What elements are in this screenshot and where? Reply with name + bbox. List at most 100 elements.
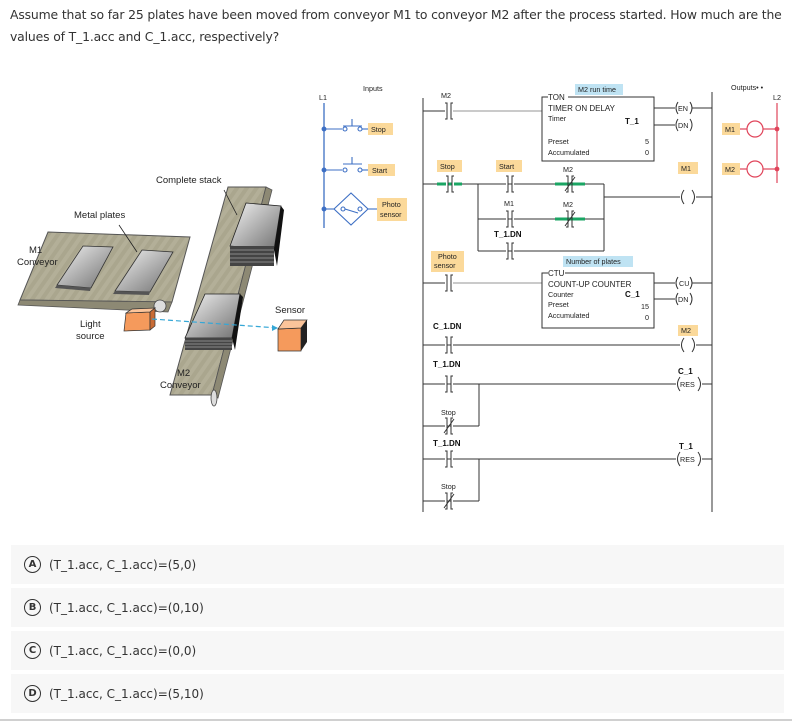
photo-contact-label-1: Photo xyxy=(438,252,457,261)
option-text: (T_1.acc, C_1.acc)=(5,0) xyxy=(49,557,197,572)
stop-nc-contact-a xyxy=(443,417,455,435)
c1-reset-tag: C_1 xyxy=(678,367,693,376)
ctu-name: COUNT-UP COUNTER xyxy=(548,280,632,289)
ctu-counter-label: Counter xyxy=(548,290,574,299)
t1dn-reset-contact-label: T_1.DN xyxy=(433,360,461,369)
metal-plate xyxy=(113,249,174,295)
ctu-counter-value: C_1 xyxy=(625,290,640,299)
option-text: (T_1.acc, C_1.acc)=(5,10) xyxy=(49,686,204,701)
photo-contact-label-2: sensor xyxy=(434,261,456,270)
option-a[interactable]: A (T_1.acc, C_1.acc)=(5,0) xyxy=(11,545,784,584)
leader-lines xyxy=(118,189,238,253)
photo-input-label-2: sensor xyxy=(380,210,402,219)
m2-conveyor-label: Conveyor xyxy=(160,380,201,391)
ton-acc-label: Accumulated xyxy=(548,148,590,157)
source-label: source xyxy=(76,331,105,342)
t1dn-reset2-contact xyxy=(445,450,453,468)
c1dn-no-contact xyxy=(445,336,453,354)
c1-reset-coil: RES xyxy=(680,380,695,389)
m1-coil-label: M1 xyxy=(681,164,691,173)
ctu-tag: Number of plates xyxy=(566,257,621,266)
sensor-box xyxy=(277,319,308,352)
inputs-title: Inputs xyxy=(363,84,383,93)
ton-block xyxy=(541,96,655,162)
m2-contact-label: M2 xyxy=(441,91,451,100)
ctu-acc-value: 0 xyxy=(645,313,649,322)
stop-input-tag-bg xyxy=(368,123,393,135)
rung-3: Photo sensor Number of plates CTU COUNT-… xyxy=(423,251,712,329)
photo-sensor-symbol xyxy=(324,192,377,226)
m2-coil xyxy=(681,337,695,353)
stop-no-contact xyxy=(446,175,454,193)
complete-stack-2 xyxy=(184,293,243,350)
m2-output-coil xyxy=(740,160,777,178)
t1-reset-coil: RES xyxy=(680,455,695,464)
photo-input-tag-bg xyxy=(377,198,407,221)
m1-contact-label: M1 xyxy=(504,199,514,208)
m2-nc-label-a: M2 xyxy=(563,165,573,174)
ton-timer-label: Timer xyxy=(548,114,567,123)
c1dn-contact-label: C_1.DN xyxy=(433,322,462,331)
option-letter: A xyxy=(24,556,41,573)
stop-nc-label-a: Stop xyxy=(441,408,456,417)
cu-output: CU xyxy=(679,279,689,288)
l1-label: L1 xyxy=(319,93,327,102)
ton-preset-value: 5 xyxy=(645,137,649,146)
start-input-tag-bg xyxy=(368,164,395,176)
outputs-title: Outputs• • xyxy=(731,83,764,92)
start-input-label: Start xyxy=(372,166,387,175)
option-text: (T_1.acc, C_1.acc)=(0,10) xyxy=(49,600,204,615)
light-beam xyxy=(151,318,279,331)
ctu-preset-label: Preset xyxy=(548,300,569,309)
en-output: EN xyxy=(678,104,688,113)
start-contact-label: Start xyxy=(499,162,514,171)
m1-label: M1 xyxy=(29,245,42,256)
option-letter: D xyxy=(24,685,41,702)
m1-conveyor-label: Conveyor xyxy=(17,257,58,268)
option-b[interactable]: B (T_1.acc, C_1.acc)=(0,10) xyxy=(11,588,784,627)
photo-no-contact xyxy=(445,274,453,292)
t1dn-reset-contact xyxy=(445,375,453,393)
m1-output-label: M1 xyxy=(725,125,735,134)
ton-timer-value: T_1 xyxy=(625,117,639,126)
rung-5: T_1.DN Stop C_1 RES xyxy=(423,360,712,435)
m2-nc-label-b: M2 xyxy=(563,200,573,209)
light-source xyxy=(123,307,157,332)
m2-output-label: M2 xyxy=(725,165,735,174)
ton-name: TIMER ON DELAY xyxy=(548,104,616,113)
answer-options: A (T_1.acc, C_1.acc)=(5,0) B (T_1.acc, C… xyxy=(11,545,784,717)
metal-plate xyxy=(55,245,114,291)
option-d[interactable]: D (T_1.acc, C_1.acc)=(5,10) xyxy=(11,674,784,713)
option-letter: C xyxy=(24,642,41,659)
option-letter: B xyxy=(24,599,41,616)
m2-nc-contact-a xyxy=(564,175,576,193)
ton-tag: M2 run time xyxy=(578,85,616,94)
rung-1: M2 M2 run time TON TIMER ON DELAY Timer … xyxy=(423,84,712,162)
dn-output: DN xyxy=(678,121,688,130)
t1-reset-tag: T_1 xyxy=(679,442,693,451)
stop-input-label: Stop xyxy=(371,125,386,134)
start-pushbutton xyxy=(324,157,368,173)
ctu-block xyxy=(541,272,655,329)
m2-label: M2 xyxy=(177,368,190,379)
t1dn-contact-label: T_1.DN xyxy=(494,230,522,239)
stop-nc-contact-b xyxy=(443,492,455,510)
t1dn-reset2-contact-label: T_1.DN xyxy=(433,439,461,448)
option-c[interactable]: C (T_1.acc, C_1.acc)=(0,0) xyxy=(11,631,784,670)
photo-input-label-1: Photo xyxy=(382,200,401,209)
option-text: (T_1.acc, C_1.acc)=(0,0) xyxy=(49,643,197,658)
light-label: Light xyxy=(80,319,101,330)
rung-6: T_1.DN Stop T_1 RES xyxy=(423,439,712,510)
l2-label: L2 xyxy=(773,93,781,102)
m1-no-contact xyxy=(506,210,514,228)
m1-output-coil xyxy=(740,120,777,138)
ton-type: TON xyxy=(548,93,565,102)
metal-plates-label: Metal plates xyxy=(74,210,125,221)
ctu-type: CTU xyxy=(548,269,565,278)
ton-preset-label: Preset xyxy=(548,137,569,146)
question-text: Assume that so far 25 plates have been m… xyxy=(10,7,782,44)
dn-output-ctu: DN xyxy=(678,295,688,304)
l2-rail xyxy=(774,103,780,183)
t1dn-no-contact xyxy=(506,242,514,260)
bottom-divider xyxy=(0,719,792,721)
